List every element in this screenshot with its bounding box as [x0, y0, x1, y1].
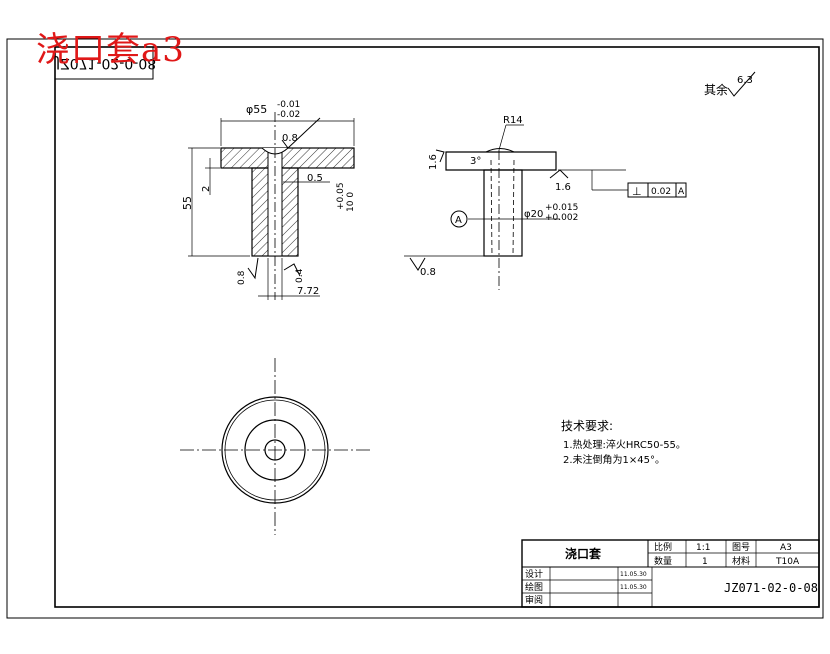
- tb-design-label: 设计: [525, 568, 543, 580]
- left-diameter-tol-lower: -0.02: [277, 110, 300, 120]
- code-box: [54, 46, 154, 80]
- top-view: [180, 358, 370, 535]
- right-roughness-bottom: 0.8: [420, 267, 436, 278]
- default-roughness-label: 其余: [704, 82, 728, 97]
- tb-qty-value: 1: [702, 557, 708, 567]
- geo-tol-value: 0.02: [651, 187, 671, 197]
- geo-tol-datum: A: [678, 187, 685, 197]
- left-step: 0.5: [307, 173, 323, 184]
- tb-drawing-no-label: 图号: [732, 542, 750, 553]
- tech-title: 技术要求:: [561, 419, 613, 433]
- tb-review-label: 审阅: [525, 594, 543, 606]
- tb-scale-label: 比例: [654, 541, 672, 553]
- tb-design-date: 11.05.30: [620, 571, 647, 578]
- overlay-title: 浇口套a3: [36, 30, 185, 70]
- left-height: 55: [181, 196, 194, 210]
- geo-tol-symbol: ⊥: [632, 185, 642, 198]
- right-angle: 3°: [470, 156, 481, 167]
- tech-item-1: 1.热处理:淬火HRC50-55。: [563, 438, 686, 451]
- left-diameter-tol-upper: -0.01: [277, 100, 300, 110]
- right-roughness-right: 1.6: [555, 182, 571, 193]
- right-radius: R14: [503, 115, 523, 126]
- right-diameter-tol-lower: +0.002: [545, 213, 578, 223]
- tech-item-2: 2.未注倒角为1×45°。: [563, 453, 665, 466]
- tb-material-value: T10A: [775, 557, 800, 567]
- right-roughness-left: 1.6: [428, 154, 439, 170]
- right-diameter-tol-upper: +0.015: [545, 203, 578, 213]
- outer-frame: [6, 38, 824, 619]
- default-roughness-value: 6.3: [737, 75, 753, 86]
- tb-draw-date: 11.05.30: [620, 584, 647, 591]
- left-roughness-bottom-right: 0.4: [295, 268, 305, 283]
- right-diameter: φ20: [524, 209, 543, 220]
- left-tol-upper: +0.05: [336, 182, 346, 210]
- datum-label: A: [455, 215, 462, 226]
- title-block: 浇口套 比例 1:1 图号 A3 数量 1 材料 T10A 设计 11.05.3…: [521, 539, 820, 608]
- inner-frame: [54, 46, 820, 608]
- left-roughness-top: 0.8: [282, 133, 298, 144]
- left-diameter: φ55: [246, 103, 267, 116]
- tb-doc-code: JZ071-02-0-08: [724, 581, 818, 595]
- side-view: R14 3° 1.6 1.6 ⊥ 0.02 A A φ20 +0.015 +0.…: [404, 115, 687, 290]
- tb-scale-value: 1:1: [696, 543, 710, 553]
- left-tol-lower: 10 0: [346, 192, 356, 212]
- tb-drawing-no-value: A3: [780, 543, 792, 553]
- left-bore: 7.72: [297, 286, 319, 297]
- left-roughness-bottom-left: 0.8: [237, 270, 247, 285]
- tb-qty-label: 数量: [654, 555, 672, 567]
- tb-material-label: 材料: [732, 555, 750, 567]
- tb-part-name: 浇口套: [565, 546, 602, 561]
- tb-draw-label: 绘图: [525, 581, 543, 593]
- default-roughness: 其余 6.3: [704, 71, 756, 97]
- left-flange: 2: [201, 186, 212, 192]
- tech-requirements: 技术要求: 1.热处理:淬火HRC50-55。 2.未注倒角为1×45°。: [561, 419, 686, 466]
- section-view: φ55 -0.01 -0.02 0.8 55 2 0.5 +0.05 10 0 …: [181, 100, 356, 300]
